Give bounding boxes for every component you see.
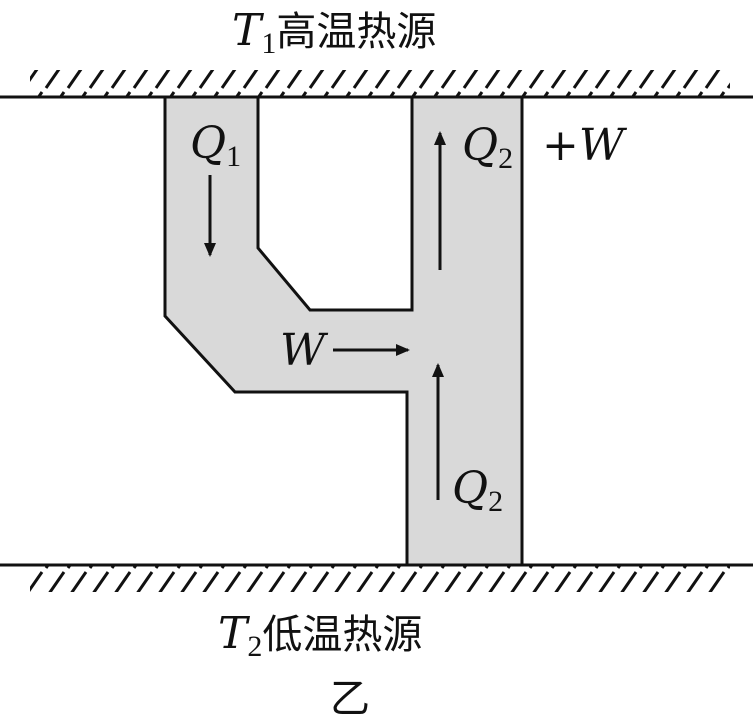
top-hatching — [30, 70, 730, 96]
bottom-reservoir-label: T2低温热源 — [218, 608, 422, 663]
energy-flow-band — [163, 95, 524, 567]
plus-w-label: +W — [542, 120, 628, 171]
q1-label: Q1 — [190, 118, 241, 173]
figure-caption: 乙 — [330, 676, 370, 722]
q2-bottom-label: Q2 — [452, 463, 503, 518]
bottom-hatching — [30, 566, 730, 592]
q2-top-label: Q2 — [462, 120, 513, 175]
top-reservoir-label: T1高温热源 — [232, 5, 436, 60]
w-label: W — [280, 325, 329, 376]
